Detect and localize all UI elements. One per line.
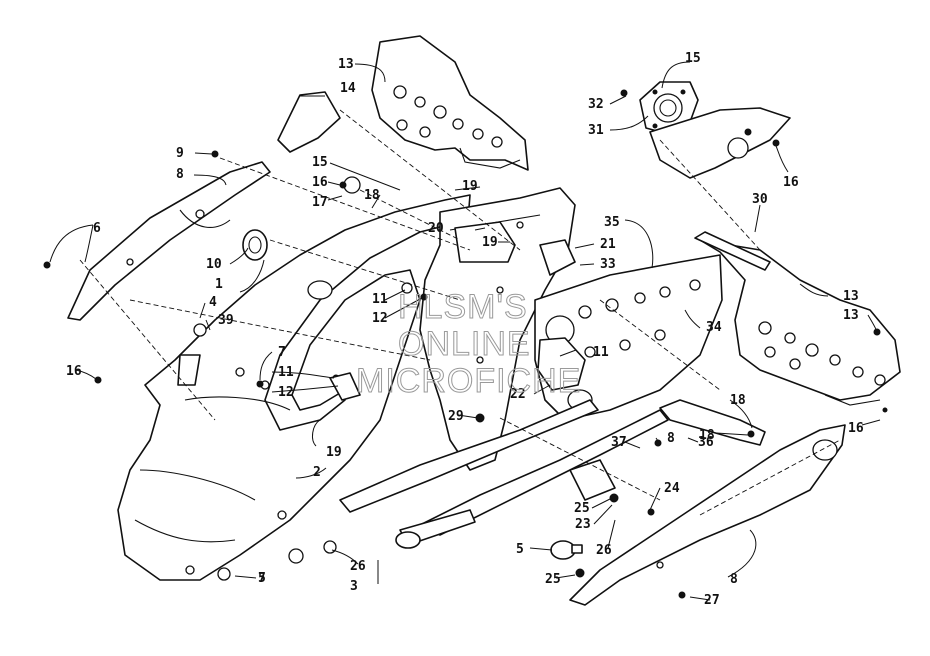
bearing-flange-15 xyxy=(639,81,699,135)
callout-13-b: 13 xyxy=(843,289,859,304)
upper-plate-13-right xyxy=(699,239,901,406)
callout-2: 19 xyxy=(326,445,342,460)
callout-15-b: 15 xyxy=(312,155,328,170)
callout-11-b: 7 xyxy=(278,345,286,360)
callout-16-b: 16 xyxy=(312,175,328,190)
side-panel-34 xyxy=(534,254,723,421)
callout-35: 35 xyxy=(604,215,620,230)
callout-9: 9 xyxy=(176,146,184,161)
callout-6: 6 xyxy=(93,221,101,236)
watermark-line-1: HLSM'S xyxy=(398,288,528,326)
callout-17: 17 xyxy=(312,195,328,210)
main-frame-1 xyxy=(117,194,471,581)
callout-5: 2 xyxy=(313,465,321,480)
callout-24: 23 xyxy=(575,517,591,532)
callout-33: 33 xyxy=(600,257,616,272)
callout-8-b: 36 xyxy=(698,435,714,450)
rail-bar-30 xyxy=(694,231,771,271)
callout-19-b: 19 xyxy=(482,235,498,250)
callout-7: 16 xyxy=(66,364,82,379)
callout-7-b: 3 xyxy=(350,579,358,594)
callout-18-b: 22 xyxy=(510,387,526,402)
knob-25 xyxy=(550,540,583,560)
callout-36: 37 xyxy=(611,435,627,450)
cross-link-29 xyxy=(659,399,766,446)
callout-20: 20 xyxy=(428,221,444,236)
bracket-21 xyxy=(539,239,576,276)
upper-plate-13 xyxy=(371,35,529,171)
watermark: HLSM'S ONLINE MICROFICHE xyxy=(356,288,581,401)
callout-13: 13 xyxy=(338,57,354,72)
watermark-line-3: MICROFICHE xyxy=(356,362,581,400)
callout-39: 39 xyxy=(218,313,234,328)
callout-1: 1 xyxy=(215,277,223,292)
lower-cross-rail-2 xyxy=(339,399,599,513)
callout-21: 21 xyxy=(600,237,616,252)
callouts: 15 32 31 16 13 14 9 8 15 16 17 18 19 6 2… xyxy=(66,51,864,608)
assembly-lines xyxy=(79,109,841,516)
callout-31: 31 xyxy=(588,123,604,138)
block-20 xyxy=(454,221,516,263)
callout-14: 14 xyxy=(340,81,356,96)
callout-19: 19 xyxy=(462,179,478,194)
callout-4: 4 xyxy=(209,295,217,310)
callout-16-d: 18 xyxy=(699,428,715,443)
lower-cross-rail xyxy=(419,409,669,536)
hardware xyxy=(43,89,888,599)
callout-16: 16 xyxy=(783,175,799,190)
callout-8-c: 25 xyxy=(545,572,561,587)
callout-10: 10 xyxy=(206,257,222,272)
bumper-10 xyxy=(242,229,268,261)
callout-11: 11 xyxy=(372,292,388,307)
callout-32: 32 xyxy=(588,97,604,112)
callout-37: 29 xyxy=(448,409,464,424)
upper-rail-6 xyxy=(67,161,271,321)
callout-29: 18 xyxy=(730,393,746,408)
callout-3: 26 xyxy=(350,559,366,574)
callout-12-b: 11 xyxy=(278,365,294,380)
tube-2 xyxy=(395,509,476,549)
callout-5-c: 7 xyxy=(258,571,266,586)
bracket-14 xyxy=(277,91,341,153)
callout-34: 34 xyxy=(706,320,722,335)
side-plate-16 xyxy=(649,107,791,179)
plate-23 xyxy=(569,459,616,501)
callout-18: 18 xyxy=(364,188,380,203)
callout-8: 8 xyxy=(176,167,184,182)
callout-26-b: 26 xyxy=(596,543,612,558)
callout-30: 30 xyxy=(752,192,768,207)
callout-23: 25 xyxy=(574,501,590,516)
callout-19-c: 16 xyxy=(848,421,864,436)
callout-16-c: 13 xyxy=(843,308,859,323)
callout-6-b: 27 xyxy=(704,593,720,608)
callout-27: 8 xyxy=(730,572,738,587)
callout-25: 5 xyxy=(516,542,524,557)
callout-11-c: 12 xyxy=(278,385,294,400)
callout-5-b: 5 xyxy=(258,571,266,586)
callout-18-c: 8 xyxy=(667,431,675,446)
callout-26: 24 xyxy=(664,481,680,496)
lower-rail-27 xyxy=(569,424,846,606)
callout-22: 11 xyxy=(593,345,609,360)
callout-15: 15 xyxy=(685,51,701,66)
watermark-line-2: ONLINE xyxy=(398,325,531,363)
leader-lines xyxy=(49,61,881,601)
callout-12: 12 xyxy=(372,311,388,326)
